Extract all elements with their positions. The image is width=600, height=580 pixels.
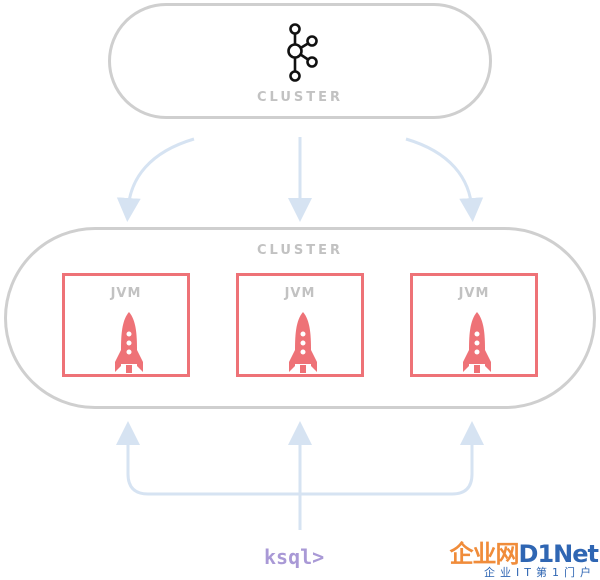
watermark-brand-d: D [518,540,539,568]
kafka-cluster: CLUSTER [108,3,492,119]
arrow-bottom-left [116,421,300,496]
watermark-prefix: 企业网 [449,540,520,568]
jvm-label: JVM [458,286,490,301]
rocket-icon [115,312,143,373]
watermark-brand-rest: 1Net [537,540,599,568]
top-cluster-label: CLUSTER [256,90,344,105]
jvm-label: JVM [110,286,142,301]
jvm-label: JVM [284,286,316,301]
jvm-node-3: JVM [410,273,538,377]
main-cluster-label: CLUSTER [256,243,344,258]
arrow-top-left [116,137,195,222]
jvm-node-1: JVM [62,273,190,377]
watermark-logo: 企业网D1Net 企业IT第1门户 [430,534,599,579]
jvm-node-2: JVM [236,273,364,377]
kafka-icon [287,23,318,82]
arrow-bottom-right [300,421,484,496]
watermark-subtitle: 企业IT第1门户 [484,566,596,579]
rocket-icon [289,312,317,373]
watermark-title: 企业网D1Net [449,534,599,569]
ksql-prompt: ksql> [264,545,325,569]
arrow-top-right [405,137,484,222]
rocket-icon [463,312,491,373]
